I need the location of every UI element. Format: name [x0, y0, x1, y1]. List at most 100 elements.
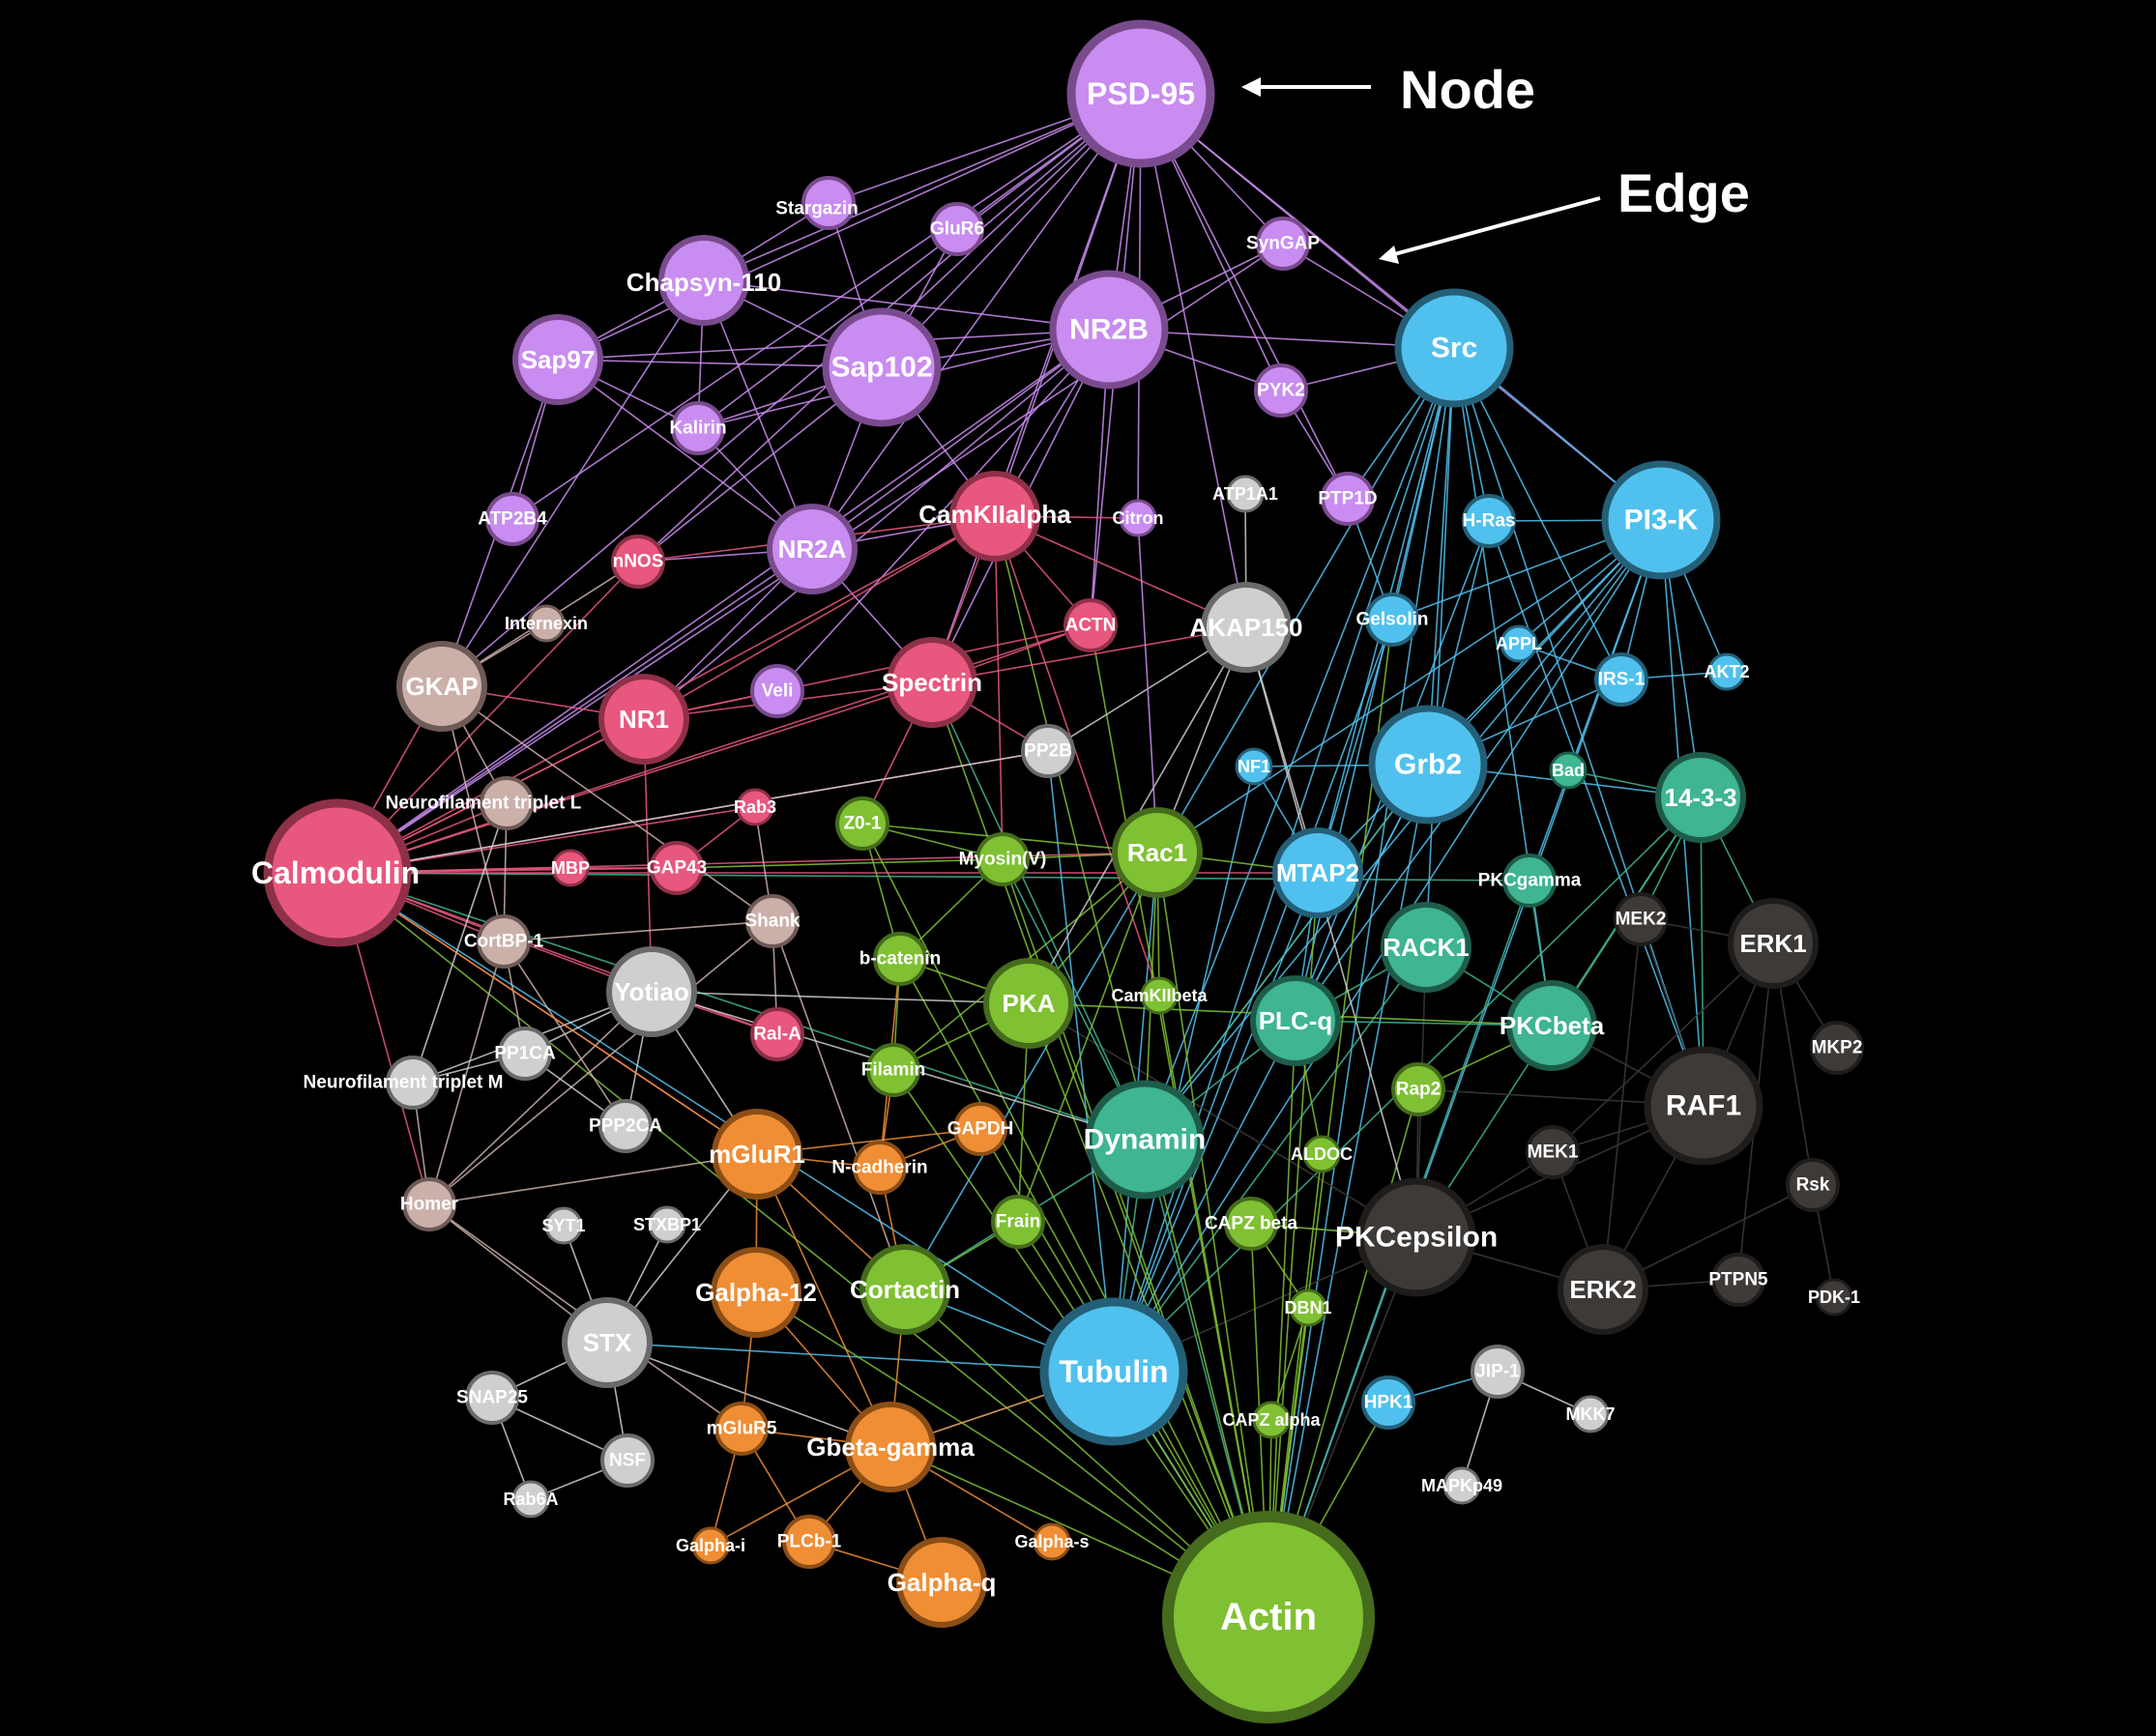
node-circle-nf1[interactable] [1235, 747, 1273, 786]
node-capz-beta[interactable]: CAPZ beta [1205, 1197, 1298, 1251]
node-capz-alpha[interactable]: CAPZ alpha [1222, 1401, 1321, 1439]
node-circle-kalirin[interactable] [671, 401, 725, 455]
node-ptpn5[interactable]: PTPN5 [1708, 1253, 1768, 1307]
node-akt2[interactable]: AKT2 [1704, 652, 1750, 691]
node-circle-raf1[interactable] [1644, 1046, 1763, 1166]
node-raf1[interactable]: RAF1 [1644, 1046, 1763, 1166]
node-14-3-3[interactable]: 14-3-3 [1655, 752, 1746, 843]
node-circle-neurofilament-triplet-l[interactable] [480, 776, 534, 830]
node-mek2[interactable]: MEK2 [1614, 892, 1668, 946]
node-circle-atp2b4[interactable] [485, 492, 539, 546]
node-dynamin[interactable]: Dynamin [1084, 1080, 1207, 1200]
node-circle-rab3[interactable] [736, 788, 774, 826]
node-nsf[interactable]: NSF [600, 1433, 655, 1488]
node-nnos[interactable]: nNOS [611, 535, 665, 589]
node-circle-capz-beta[interactable] [1224, 1197, 1278, 1251]
node-bad[interactable]: Bad [1549, 751, 1588, 790]
node-akap150[interactable]: AKAP150 [1189, 582, 1303, 673]
node-hpk1[interactable]: HPK1 [1361, 1375, 1415, 1430]
node-circle-yotiao[interactable] [606, 946, 697, 1037]
node-circle-n-cadherin[interactable] [853, 1141, 907, 1195]
node-circle-gbeta-gamma[interactable] [845, 1402, 936, 1492]
node-rab3[interactable]: Rab3 [734, 788, 776, 826]
node-pi3-k[interactable]: PI3-K [1601, 460, 1721, 580]
node-mkk7[interactable]: MKK7 [1565, 1395, 1616, 1433]
node-circle-sap97[interactable] [512, 314, 603, 405]
node-circle-homer[interactable] [402, 1177, 456, 1231]
node-circle-pkcgamma[interactable] [1502, 854, 1557, 908]
node-grb2[interactable]: Grb2 [1368, 705, 1488, 825]
node-erk1[interactable]: ERK1 [1728, 898, 1819, 989]
node-nr1[interactable]: NR1 [598, 674, 689, 765]
node-internexin[interactable]: Internexin [505, 604, 588, 643]
node-syt1[interactable]: SYT1 [541, 1206, 586, 1245]
node-circle-chapsyn-110[interactable] [658, 235, 749, 326]
node-circle-plcb-1[interactable] [782, 1515, 836, 1569]
node-rab6a[interactable]: Rab6A [503, 1480, 559, 1519]
node-circle-sap102[interactable] [822, 307, 942, 427]
node-circle-calmodulin[interactable] [263, 798, 412, 947]
node-circle-dbn1[interactable] [1289, 1288, 1327, 1327]
node-gbeta-gamma[interactable]: Gbeta-gamma [806, 1402, 975, 1492]
node-circle-aldoc[interactable] [1302, 1135, 1341, 1173]
node-ral-a[interactable]: Ral-A [750, 1007, 804, 1061]
node-mtap2[interactable]: MTAP2 [1272, 827, 1363, 918]
node-pdk-1[interactable]: PDK-1 [1808, 1278, 1860, 1316]
node-pka[interactable]: PKA [983, 958, 1074, 1049]
node-plc-q[interactable]: PLC-q [1250, 975, 1341, 1066]
node-circle-snap25[interactable] [465, 1371, 519, 1425]
node-circle-neurofilament-triplet-m[interactable] [386, 1056, 440, 1110]
node-circle-camkiialpha[interactable] [949, 471, 1040, 562]
node-filamin[interactable]: Filamin [861, 1043, 926, 1097]
node-stargazin[interactable]: Stargazin [775, 176, 859, 230]
node-nr2b[interactable]: NR2B [1049, 270, 1169, 390]
node-appl[interactable]: APPL [1496, 624, 1542, 663]
node-pyk2[interactable]: PYK2 [1254, 363, 1308, 418]
node-circle-rsk[interactable] [1786, 1158, 1840, 1212]
node-mapkp49[interactable]: MAPKp49 [1421, 1466, 1502, 1505]
node-psd-95[interactable]: PSD-95 [1066, 19, 1215, 168]
node-circle-galpha-12[interactable] [711, 1247, 801, 1338]
node-neurofilament-triplet-m[interactable]: Neurofilament triplet M [304, 1056, 504, 1110]
node-gkap[interactable]: GKAP [396, 641, 487, 732]
node-circle-ppp2ca[interactable] [598, 1099, 653, 1153]
node-h-ras[interactable]: H-Ras [1462, 494, 1516, 548]
node-circle-bad[interactable] [1549, 751, 1588, 790]
node-circle-ral-a[interactable] [750, 1007, 804, 1061]
node-circle-syngap[interactable] [1256, 217, 1310, 271]
node-circle-cortbp-1[interactable] [477, 914, 531, 969]
node-nr2a[interactable]: NR2A [767, 504, 858, 594]
node-galpha-q[interactable]: Galpha-q [888, 1537, 997, 1628]
node-circle-pi3-k[interactable] [1601, 460, 1721, 580]
node-circle-galpha-s[interactable] [1033, 1522, 1071, 1561]
node-rack1[interactable]: RACK1 [1381, 902, 1471, 993]
node-circle-akap150[interactable] [1201, 582, 1292, 673]
node-neurofilament-triplet-l[interactable]: Neurofilament triplet L [386, 776, 582, 830]
node-circle-mbp[interactable] [551, 849, 590, 887]
node-actn[interactable]: ACTN [1063, 598, 1118, 652]
node-circle-b-catenin[interactable] [873, 932, 927, 986]
node-veli[interactable]: Veli [750, 664, 804, 718]
node-circle-hpk1[interactable] [1361, 1375, 1415, 1430]
node-circle-capz-alpha[interactable] [1252, 1401, 1291, 1439]
node-circle-pkcepsilon[interactable] [1356, 1177, 1476, 1297]
node-gapdh[interactable]: GAPDH [947, 1102, 1014, 1156]
node-circle-gelsolin[interactable] [1365, 593, 1419, 647]
node-myosin-v[interactable]: Myosin(V) [959, 832, 1047, 886]
node-circle-syt1[interactable] [544, 1206, 583, 1245]
node-circle-pka[interactable] [983, 958, 1074, 1049]
node-circle-stxbp1[interactable] [648, 1205, 686, 1244]
node-circle-pyk2[interactable] [1254, 363, 1308, 418]
node-ptp1d[interactable]: PTP1D [1318, 472, 1378, 526]
node-nf1[interactable]: NF1 [1235, 747, 1273, 786]
node-mek1[interactable]: MEK1 [1526, 1125, 1580, 1179]
node-circle-pp1ca[interactable] [498, 1027, 552, 1081]
node-circle-ptp1d[interactable] [1321, 472, 1375, 526]
node-circle-stargazin[interactable] [801, 176, 856, 230]
node-circle-camkiibeta[interactable] [1140, 976, 1179, 1015]
node-circle-rab6a[interactable] [511, 1480, 550, 1519]
node-circle-gapdh[interactable] [953, 1102, 1007, 1156]
node-circle-citron[interactable] [1119, 499, 1157, 537]
node-circle-filamin[interactable] [866, 1043, 920, 1097]
node-circle-rack1[interactable] [1381, 902, 1471, 993]
